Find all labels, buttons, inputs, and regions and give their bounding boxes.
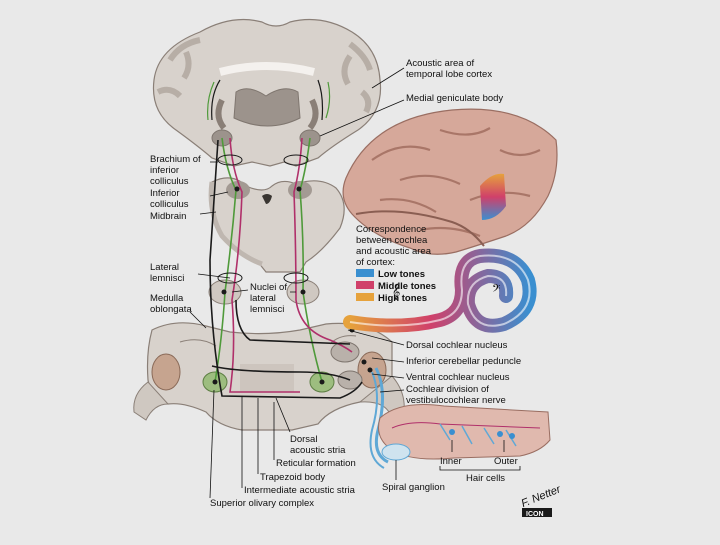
signature-text: F. Netter bbox=[520, 483, 564, 510]
label-trapezoid-body: Trapezoid body bbox=[260, 472, 325, 483]
label-ventral-cochlear-nucleus: Ventral cochlear nucleus bbox=[406, 372, 510, 383]
midbrain-section bbox=[208, 177, 345, 273]
label-inner: Inner bbox=[440, 456, 462, 467]
outer-hair-cell-2 bbox=[509, 433, 515, 439]
label-midbrain: Midbrain bbox=[150, 211, 186, 222]
legend-swatch-high bbox=[356, 293, 374, 301]
leader-lines bbox=[189, 67, 505, 499]
label-acoustic-area-2: temporal lobe cortex bbox=[406, 69, 492, 80]
legend-title-4: of cortex: bbox=[356, 257, 395, 268]
label-lateral-lemnisci-2: lemnisci bbox=[150, 273, 184, 284]
label-brachium-3: colliculus bbox=[150, 176, 189, 187]
structure-labels: Acoustic area of temporal lobe cortex Me… bbox=[150, 58, 521, 509]
auditory-pathways bbox=[207, 79, 389, 469]
hair-cells-bracket bbox=[439, 466, 521, 471]
label-inferior-colliculus-2: colliculus bbox=[150, 199, 189, 210]
publisher-logo-text: ICON bbox=[526, 511, 544, 518]
label-outer: Outer bbox=[494, 456, 518, 467]
legend-title-2: between cochlea bbox=[356, 235, 428, 246]
label-inferior-colliculus-1: Inferior bbox=[150, 188, 180, 199]
legend-swatch-middle bbox=[356, 281, 374, 289]
medulla-section bbox=[133, 322, 405, 431]
legend-label-high: High tones bbox=[378, 293, 427, 304]
spiral-ganglion-shape bbox=[381, 443, 411, 461]
legend-title-1: Correspondence bbox=[356, 224, 426, 235]
tonotopy-legend: Correspondence between cochlea and acous… bbox=[356, 224, 436, 304]
label-inferior-cerebellar-peduncle: Inferior cerebellar peduncle bbox=[406, 356, 521, 367]
legend-label-middle: Middle tones bbox=[378, 281, 436, 292]
legend-swatch-low bbox=[356, 269, 374, 277]
label-nuclei-lemnisci-3: lemnisci bbox=[250, 304, 284, 315]
legend-title-3: and acoustic area bbox=[356, 246, 432, 257]
label-cochlear-division-1: Cochlear division of bbox=[406, 384, 489, 395]
label-brachium-2: inferior bbox=[150, 165, 179, 176]
label-intermediate-acoustic-stria: Intermediate acoustic stria bbox=[244, 485, 356, 496]
legend-label-low: Low tones bbox=[378, 269, 425, 280]
organ-of-corti-inset bbox=[378, 404, 551, 471]
treble-clef-icon: 𝄞 bbox=[392, 283, 400, 300]
label-hair-cells: Hair cells bbox=[466, 473, 505, 484]
label-dorsal-acoustic-stria-1: Dorsal bbox=[290, 434, 317, 445]
artist-signature: F. Netter ICON bbox=[520, 483, 564, 518]
label-lateral-lemnisci-1: Lateral bbox=[150, 262, 179, 273]
label-reticular-formation: Reticular formation bbox=[276, 458, 356, 469]
publisher-logo bbox=[522, 508, 552, 517]
label-brachium-1: Brachium of bbox=[150, 154, 201, 165]
label-dorsal-acoustic-stria-2: acoustic stria bbox=[290, 445, 346, 456]
bass-clef-icon: 𝄢 bbox=[492, 282, 500, 297]
label-superior-olivary-complex: Superior olivary complex bbox=[210, 498, 314, 509]
label-spiral-ganglion: Spiral ganglion bbox=[382, 482, 445, 493]
lateral-brain-view bbox=[342, 108, 558, 255]
cochlea-spiral: 𝄞 𝄢 bbox=[343, 248, 537, 333]
label-acoustic-area-1: Acoustic area of bbox=[406, 58, 474, 69]
dorsal-cochlear-nucleus bbox=[330, 341, 360, 363]
label-nuclei-lemnisci-2: lateral bbox=[250, 293, 276, 304]
inner-hair-cell bbox=[449, 429, 455, 435]
label-medulla-1: Medulla bbox=[150, 293, 184, 304]
tonotopic-cortex-strip bbox=[480, 173, 506, 220]
outer-hair-cell-1 bbox=[497, 431, 503, 437]
label-medial-geniculate: Medial geniculate body bbox=[406, 93, 503, 104]
label-nuclei-lemnisci-1: Nuclei of bbox=[250, 282, 287, 293]
coronal-brain-section bbox=[152, 18, 382, 167]
label-dorsal-cochlear-nucleus: Dorsal cochlear nucleus bbox=[406, 340, 508, 351]
label-medulla-2: oblongata bbox=[150, 304, 192, 315]
label-cochlear-division-2: vestibulocochlear nerve bbox=[406, 395, 506, 406]
